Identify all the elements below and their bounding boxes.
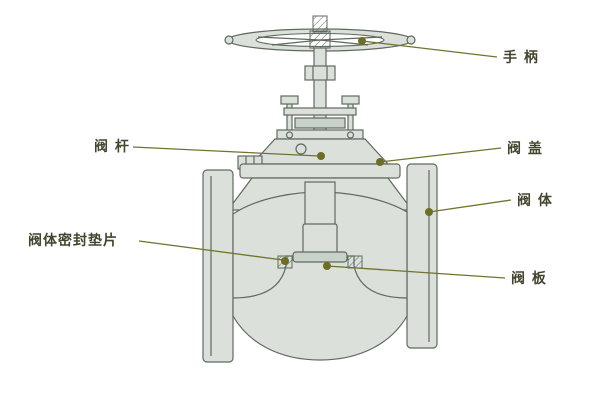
label-bonnet: 阀 盖 bbox=[507, 141, 543, 157]
valve-disc bbox=[292, 181, 348, 263]
dot-body bbox=[425, 208, 433, 216]
label-body: 阀 体 bbox=[517, 193, 553, 209]
handwheel-hub bbox=[309, 30, 331, 49]
label-gasket: 阀体密封垫片 bbox=[28, 233, 118, 249]
dot-disc bbox=[323, 262, 331, 270]
label-stem: 阀 杆 bbox=[94, 139, 130, 155]
valve-body bbox=[202, 163, 438, 363]
right-pipe-flange bbox=[406, 163, 438, 349]
dot-gasket bbox=[281, 257, 289, 265]
stem-nut bbox=[304, 65, 336, 81]
gland-packing bbox=[276, 95, 364, 140]
leader-line-handle bbox=[361, 40, 498, 58]
dot-handle bbox=[358, 37, 366, 45]
stem-cap bbox=[312, 15, 328, 33]
valve-bonnet bbox=[237, 138, 401, 179]
handwheel bbox=[224, 15, 416, 52]
dot-stem bbox=[317, 152, 325, 160]
leader-line-stem bbox=[132, 146, 320, 157]
leader-line-disc bbox=[326, 265, 506, 279]
dot-bonnet bbox=[376, 158, 384, 166]
label-handle: 手 柄 bbox=[503, 50, 539, 66]
label-disc: 阀 板 bbox=[511, 271, 547, 287]
disc-guide bbox=[304, 181, 336, 227]
bonnet-flange bbox=[239, 163, 401, 179]
left-pipe-flange bbox=[202, 169, 234, 363]
body-bowl bbox=[232, 191, 408, 361]
disc-plug bbox=[302, 223, 338, 255]
leader-lines bbox=[132, 37, 512, 279]
leader-line-bonnet bbox=[379, 147, 502, 163]
seat-gasket-right bbox=[347, 255, 363, 269]
leader-line-body bbox=[428, 199, 512, 213]
leader-line-gasket bbox=[138, 240, 284, 261]
disc-plate bbox=[292, 251, 348, 263]
